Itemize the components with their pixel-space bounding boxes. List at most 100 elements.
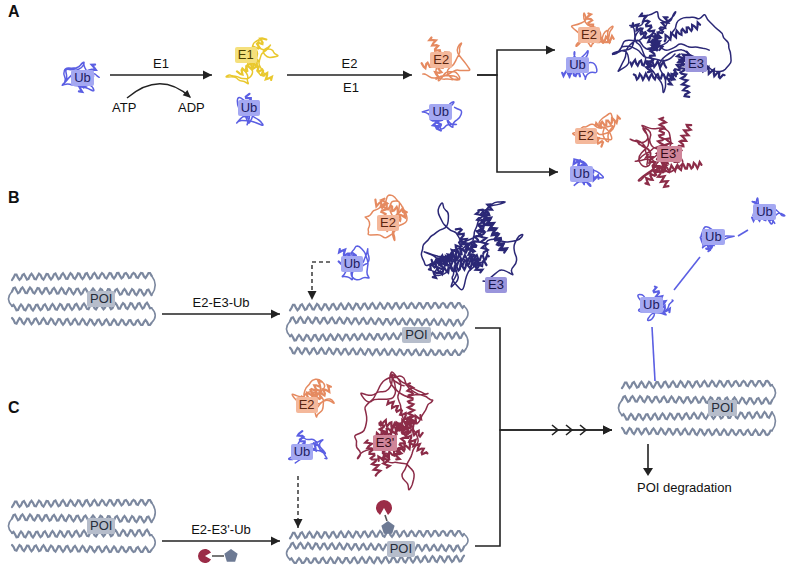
helix-trace bbox=[562, 70, 580, 76]
coil-trace bbox=[292, 379, 334, 417]
coil-trace bbox=[423, 43, 470, 81]
arrow-label: E2-E3-Ub bbox=[191, 295, 252, 311]
atp-curve bbox=[127, 84, 190, 98]
protein-node: E3' bbox=[622, 108, 717, 200]
protein-label: POI bbox=[708, 400, 736, 416]
coil-trace bbox=[226, 40, 278, 84]
panel-letter: A bbox=[8, 4, 20, 20]
reaction-arrow bbox=[477, 46, 555, 76]
helix-trace bbox=[301, 444, 317, 457]
protein-ribbon bbox=[280, 528, 475, 566]
arrow-head bbox=[546, 46, 555, 55]
protein-node: POI bbox=[612, 378, 782, 438]
ub-link bbox=[674, 257, 700, 290]
protein-node: E2 bbox=[562, 2, 622, 57]
protein-node: E2 bbox=[412, 30, 477, 90]
helix-trace bbox=[593, 36, 614, 43]
arrow-head bbox=[271, 537, 280, 546]
arrow-label: E2-E3'-Ub bbox=[189, 522, 253, 538]
protein-label: POI bbox=[87, 518, 115, 534]
protein-node: POI bbox=[280, 528, 475, 566]
helix-trace bbox=[290, 303, 464, 310]
helix-trace bbox=[574, 161, 594, 174]
annotation: ATP bbox=[112, 100, 136, 116]
protein-ribbon bbox=[612, 378, 782, 438]
coil-trace bbox=[289, 438, 327, 463]
helix-trace bbox=[365, 440, 380, 475]
coil-trace bbox=[572, 13, 613, 46]
protein-label: Ub bbox=[341, 256, 364, 272]
helix-trace bbox=[630, 60, 666, 68]
loop-trace bbox=[287, 321, 291, 336]
coil-trace bbox=[237, 98, 263, 126]
helix-trace bbox=[752, 215, 772, 221]
protein-label: E2 bbox=[575, 128, 597, 144]
label-holder: A bbox=[8, 4, 20, 20]
helix-trace bbox=[429, 110, 439, 129]
label-holder: POI degradation bbox=[637, 480, 732, 496]
protein-node: E2 bbox=[358, 190, 418, 250]
protein-node: Ub bbox=[222, 88, 282, 133]
helix-trace bbox=[290, 531, 464, 538]
protein-node: E3' bbox=[345, 365, 445, 500]
label-holder: B bbox=[8, 190, 20, 206]
loop-trace bbox=[9, 292, 13, 307]
helix-trace bbox=[12, 318, 152, 325]
protein-node: POI bbox=[2, 270, 162, 328]
reaction-arrow bbox=[475, 426, 612, 547]
arrow-label: E2 bbox=[340, 56, 360, 72]
protein-label: E3' bbox=[657, 146, 681, 162]
protein-ribbon bbox=[412, 186, 532, 298]
protein-label: E3' bbox=[373, 435, 397, 451]
loop-trace bbox=[464, 332, 468, 351]
helix-trace bbox=[79, 77, 88, 92]
helix-trace bbox=[306, 385, 331, 406]
coil-trace bbox=[355, 372, 433, 490]
protein-node: Ub bbox=[690, 214, 742, 259]
loop-trace bbox=[287, 547, 291, 560]
helix-trace bbox=[596, 116, 621, 127]
protein-label: E1 bbox=[235, 47, 257, 63]
helix-trace bbox=[12, 530, 152, 538]
arrow-head bbox=[183, 90, 191, 98]
protein-label: Ub bbox=[566, 57, 589, 73]
helix-trace bbox=[12, 500, 152, 507]
annotation: POI degradation bbox=[637, 480, 732, 496]
coil-trace bbox=[62, 62, 99, 91]
protein-node: E3 bbox=[605, 4, 745, 104]
loop-trace bbox=[152, 308, 156, 323]
protein-ribbon bbox=[605, 4, 745, 104]
protein-label: E2 bbox=[377, 215, 399, 231]
protein-node: E3 bbox=[412, 186, 532, 298]
loop-trace bbox=[9, 519, 13, 534]
helix-trace bbox=[375, 200, 403, 214]
label-holder: E2-E3-Ub bbox=[191, 295, 252, 311]
helix-trace bbox=[381, 199, 387, 220]
helix-trace bbox=[290, 543, 464, 551]
degradation-arrow bbox=[647, 444, 649, 469]
arrow-head bbox=[603, 426, 612, 435]
panel-letter: B bbox=[8, 190, 20, 206]
protein-label: E3 bbox=[685, 56, 707, 72]
connector-line bbox=[110, 74, 212, 76]
helix-trace bbox=[244, 101, 257, 116]
ub-link bbox=[738, 230, 748, 236]
arrow-chevron bbox=[566, 425, 572, 435]
loop-trace bbox=[152, 535, 156, 550]
panel-letter: C bbox=[8, 400, 20, 416]
arrow-head bbox=[294, 519, 303, 528]
protein-label: Ub bbox=[429, 104, 452, 120]
arrow-head bbox=[308, 291, 317, 300]
reaction-arrow bbox=[475, 328, 612, 435]
protein-node: Ub bbox=[558, 150, 610, 194]
protein-node: Ub bbox=[330, 240, 385, 288]
arrow-head bbox=[643, 468, 653, 476]
coil-trace bbox=[421, 202, 522, 290]
helix-trace bbox=[677, 54, 689, 97]
helix-trace bbox=[290, 348, 464, 355]
protein-label: E3 bbox=[485, 277, 507, 293]
protein-node: E2 bbox=[565, 103, 625, 158]
helix-trace bbox=[12, 303, 152, 311]
e3-ligand bbox=[376, 500, 392, 515]
coil-trace bbox=[422, 102, 461, 129]
